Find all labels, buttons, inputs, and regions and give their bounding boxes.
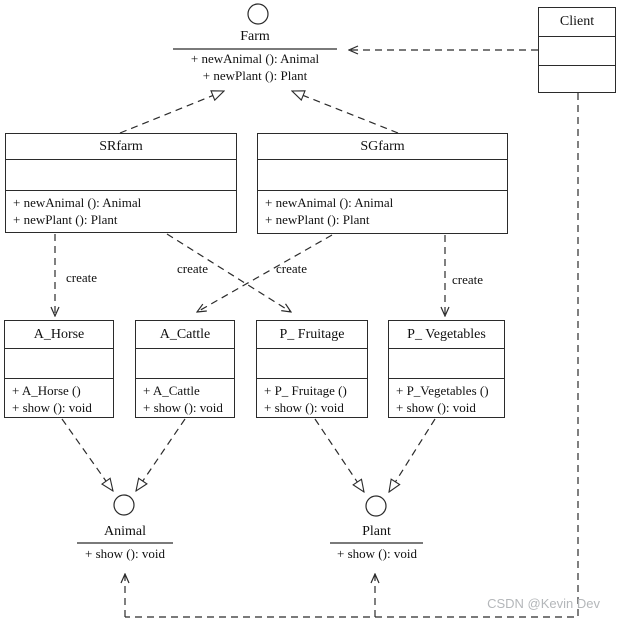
- create-label: create: [276, 261, 308, 276]
- operations-compartment: + P_ Fruitage () + show (): void: [257, 379, 367, 417]
- operations-compartment: + newAnimal (): Animal + newPlant (): Pl…: [6, 191, 236, 232]
- srfarm-farm-realization-line: [119, 91, 224, 134]
- operation: + P_ Fruitage (): [264, 383, 347, 398]
- class-box-p-fruitage: P_ Fruitage + P_ Fruitage () + show (): …: [256, 320, 368, 418]
- attributes-compartment: [258, 160, 507, 191]
- farm-operation: + newAnimal (): Animal: [190, 51, 320, 66]
- class-title: P_ Vegetables: [389, 321, 504, 349]
- class-title: SRfarm: [6, 134, 236, 160]
- class-title: SGfarm: [258, 134, 507, 160]
- attributes-compartment: [257, 349, 367, 379]
- cattle-animal-realization-line: [136, 418, 186, 491]
- plant-interface-circle: [365, 495, 387, 517]
- plant-operation: + show (): void: [337, 546, 417, 561]
- class-box-p-vegetables: P_ Vegetables + P_Vegetables () + show (…: [388, 320, 505, 418]
- attributes-compartment: [136, 349, 234, 379]
- farm-interface-circle: [247, 3, 269, 25]
- csdn-watermark: CSDN @Kevin Dev: [487, 596, 600, 611]
- operation: + show (): void: [264, 400, 344, 415]
- operation: + newPlant (): Plant: [265, 212, 370, 227]
- operations-compartment: + A_Cattle + show (): void: [136, 379, 234, 417]
- attributes-compartment: [539, 37, 615, 66]
- animal-interface-circle: [113, 494, 135, 516]
- class-title: A_Horse: [5, 321, 113, 349]
- attributes-compartment: [6, 160, 236, 191]
- operation: + newAnimal (): Animal: [13, 195, 142, 210]
- class-box-client: Client: [538, 7, 616, 93]
- create-label: create: [177, 261, 209, 276]
- class-title: A_Cattle: [136, 321, 234, 349]
- class-box-sgfarm: SGfarm + newAnimal (): Animal + newPlant…: [257, 133, 508, 234]
- operation: + A_Cattle: [143, 383, 200, 398]
- create-label: create: [66, 270, 98, 285]
- operation: + show (): void: [396, 400, 476, 415]
- operation: + newPlant (): Plant: [13, 212, 118, 227]
- operations-compartment: [539, 66, 615, 92]
- vegetables-plant-realization-line: [389, 418, 436, 492]
- operation: + show (): void: [143, 400, 223, 415]
- fruitage-plant-realization-line: [314, 418, 364, 492]
- create-label: create: [452, 272, 484, 287]
- srfarm-fruitage-create-line: [166, 233, 291, 312]
- animal-interface-name: Animal: [104, 524, 146, 539]
- class-title: P_ Fruitage: [257, 321, 367, 349]
- operation: + A_Horse (): [12, 383, 81, 398]
- horse-animal-realization-line: [61, 418, 113, 491]
- animal-operation: + show (): void: [85, 546, 165, 561]
- class-box-srfarm: SRfarm + newAnimal (): Animal + newPlant…: [5, 133, 237, 233]
- operation: + show (): void: [12, 400, 92, 415]
- class-box-a-cattle: A_Cattle + A_Cattle + show (): void: [135, 320, 235, 418]
- sgfarm-cattle-create-line: [197, 234, 333, 312]
- attributes-compartment: [5, 349, 113, 379]
- attributes-compartment: [389, 349, 504, 379]
- operation: + P_Vegetables (): [396, 383, 489, 398]
- plant-interface-name: Plant: [362, 524, 391, 539]
- class-title: Client: [539, 8, 615, 37]
- farm-interface-name: Farm: [240, 29, 270, 44]
- sgfarm-farm-realization-line: [292, 91, 399, 134]
- farm-operation: + newPlant (): Plant: [202, 68, 308, 83]
- operation: + newAnimal (): Animal: [265, 195, 394, 210]
- client-bottom-route-line: [125, 93, 579, 618]
- class-box-a-horse: A_Horse + A_Horse () + show (): void: [4, 320, 114, 418]
- operations-compartment: + newAnimal (): Animal + newPlant (): Pl…: [258, 191, 507, 233]
- operations-compartment: + P_Vegetables () + show (): void: [389, 379, 504, 417]
- operations-compartment: + A_Horse () + show (): void: [5, 379, 113, 417]
